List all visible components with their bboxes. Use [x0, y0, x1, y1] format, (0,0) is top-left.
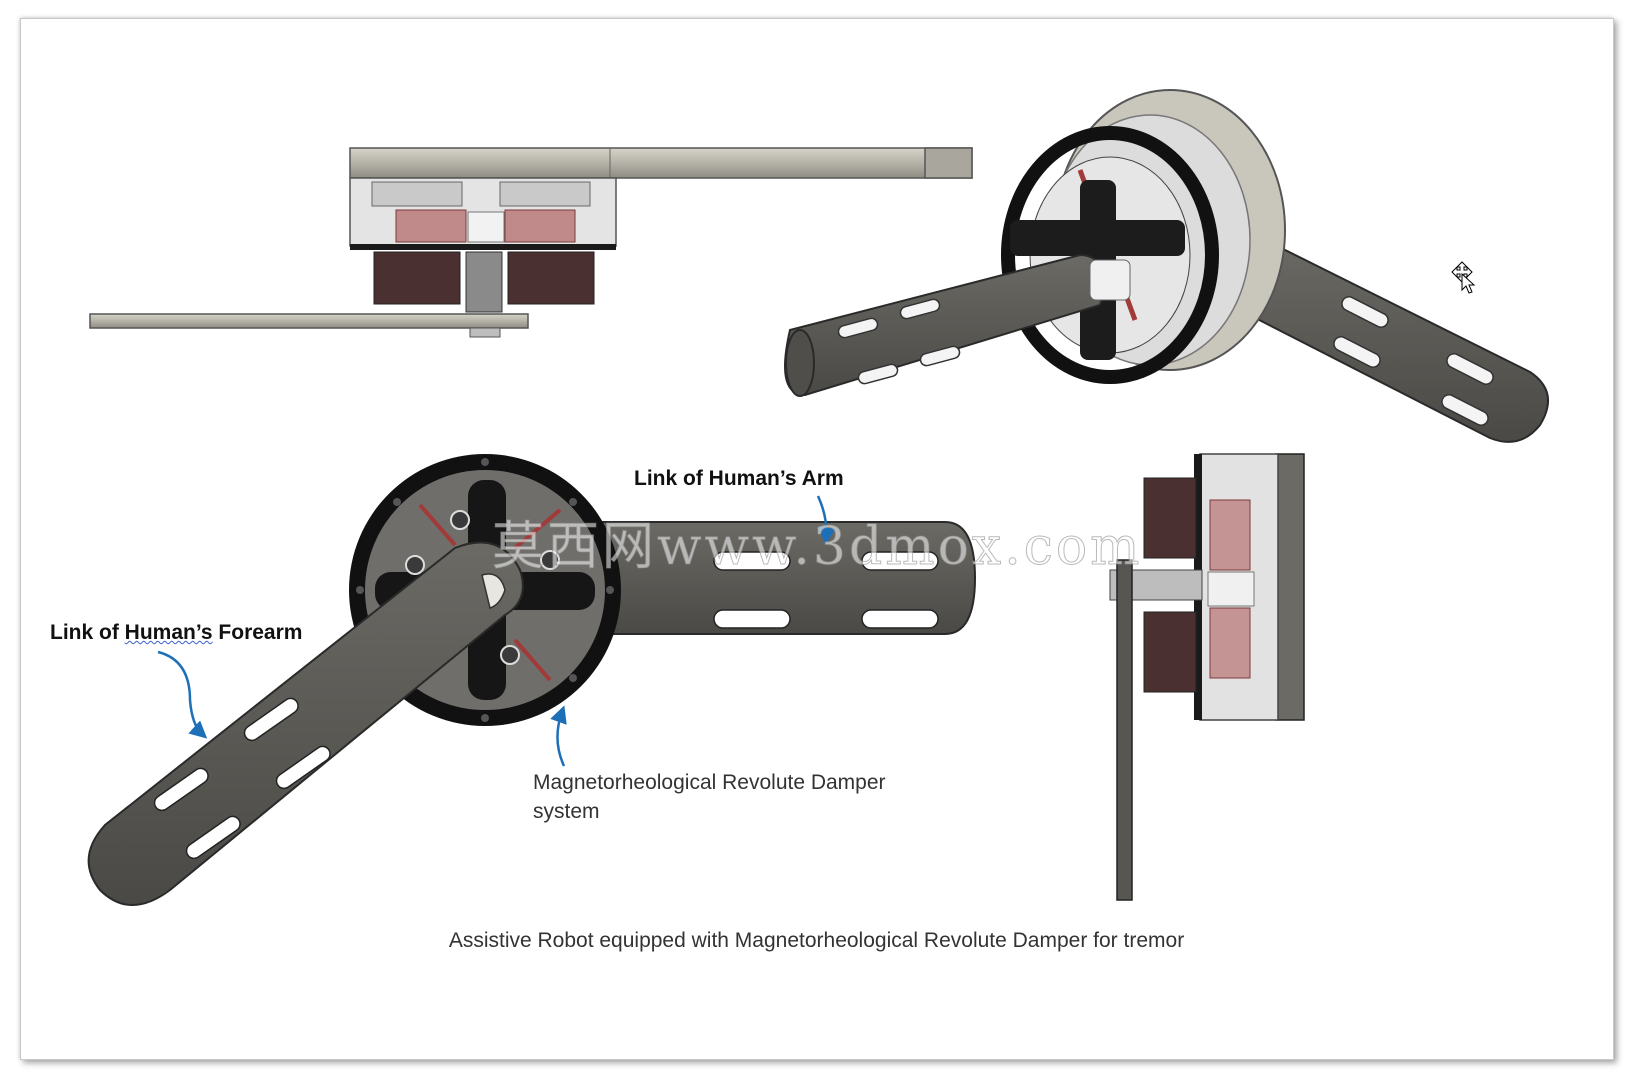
label-damper-system: Magnetorheological Revolute Damper syste…: [533, 768, 886, 826]
label-arm-link: Link of Human’s Arm: [634, 467, 844, 490]
side-view: [1109, 453, 1305, 901]
isometric-view: [784, 89, 1549, 443]
move-cursor-icon: [1451, 261, 1476, 294]
watermark: 莫西网www.3dmox.com: [491, 517, 1143, 578]
figure-caption: Assistive Robot equipped with Magnetorhe…: [448, 929, 1185, 952]
label-arrows: [157, 495, 836, 767]
top-view: [89, 147, 973, 338]
label-forearm-link: Link of Human’s Forearm: [50, 621, 302, 645]
front-view: [87, 454, 977, 906]
label-forearm-suffix: Forearm: [212, 621, 303, 644]
label-damper-line2: system: [533, 800, 600, 823]
label-forearm-word: Human’s: [124, 621, 213, 644]
label-damper-line1: Magnetorheological Revolute Damper: [533, 771, 886, 794]
label-forearm-prefix: Link of: [50, 621, 125, 644]
